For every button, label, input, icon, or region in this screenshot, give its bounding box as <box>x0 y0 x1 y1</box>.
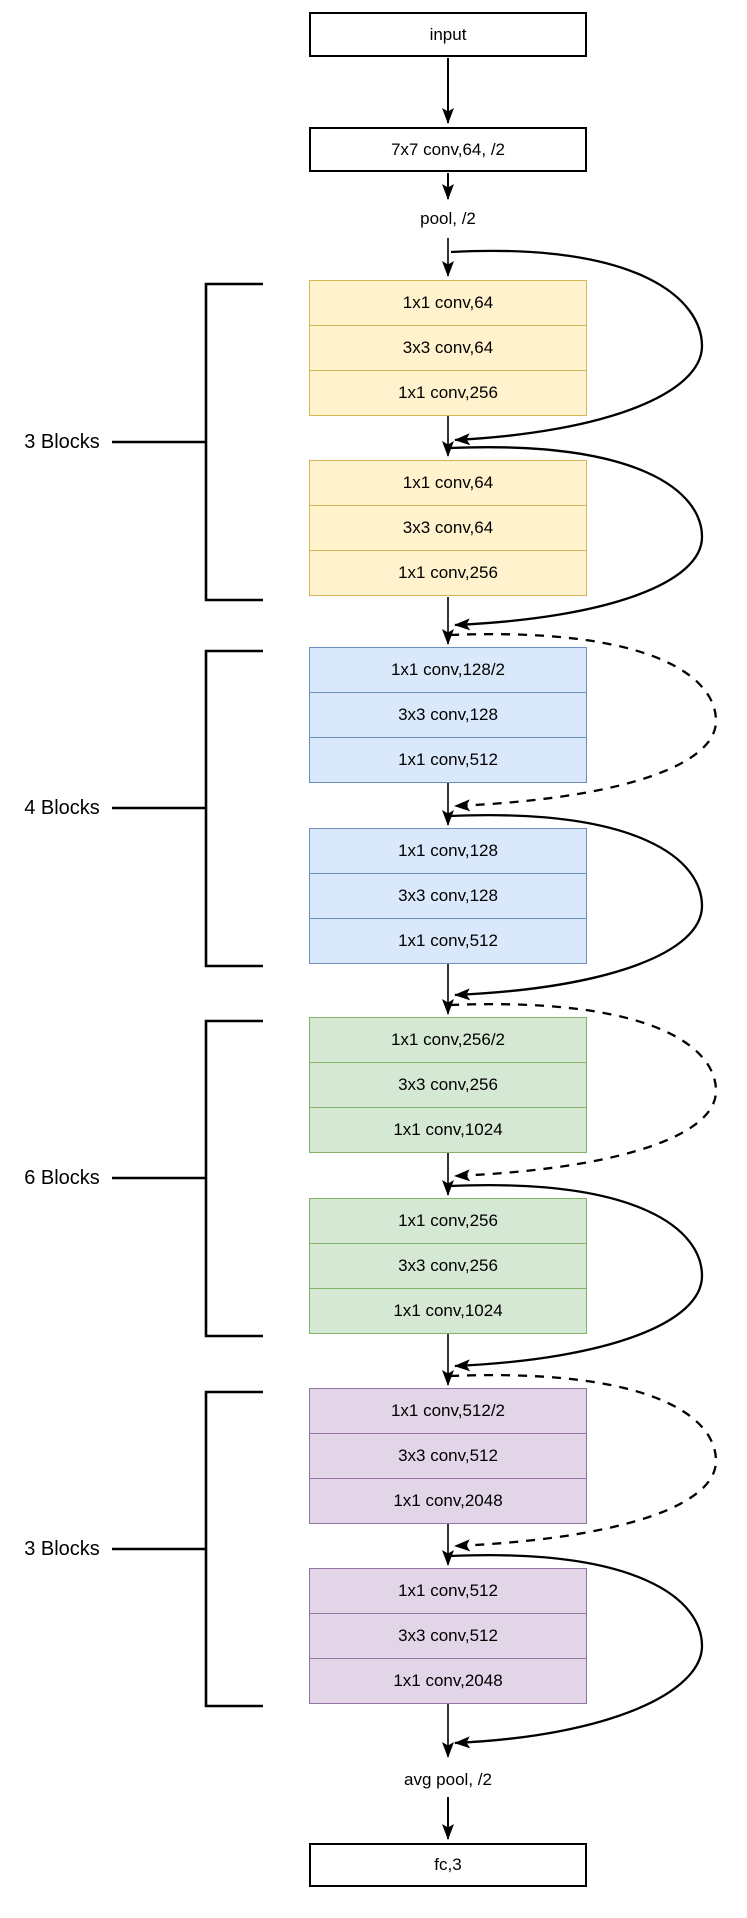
conv-layer: 1x1 conv,512/2 <box>390 1401 506 1420</box>
res-block-g2b2: 1x1 conv,128 3x3 conv,128 1x1 conv,512 <box>309 828 587 964</box>
conv-layer: 1x1 conv,512 <box>310 737 586 782</box>
conv-layer: 1x1 conv,512 <box>310 918 586 963</box>
res-block-g4b2: 1x1 conv,512 3x3 conv,512 1x1 conv,2048 <box>309 1568 587 1704</box>
conv-layer: 3x3 conv,512 <box>310 1613 586 1658</box>
skip-connection-4-solid <box>449 814 704 1001</box>
skip-connection-2-solid <box>449 446 704 631</box>
stem-conv-node: 7x7 conv,64, /2 <box>309 127 587 172</box>
conv-layer: 1x1 conv,2048 <box>310 1478 586 1523</box>
res-block-g1b2: 1x1 conv,64 3x3 conv,64 1x1 conv,256 <box>309 460 587 596</box>
group4-bracket <box>204 1390 263 1708</box>
conv-layer: 3x3 conv,128 <box>310 873 586 918</box>
res-block-g3b2: 1x1 conv,256 3x3 conv,256 1x1 conv,1024 <box>309 1198 587 1334</box>
conv-layer: 1x1 conv,512 <box>398 1581 498 1600</box>
skip-connection-6-solid <box>449 1184 704 1372</box>
res-block-g1b1: 1x1 conv,64 3x3 conv,64 1x1 conv,256 <box>309 280 587 416</box>
conv-layer: 1x1 conv,2048 <box>310 1658 586 1703</box>
group3-label: 6 Blocks <box>24 1166 100 1189</box>
res-block-g4b1: 1x1 conv,512/2 3x3 conv,512 1x1 conv,204… <box>309 1388 587 1524</box>
group4-label: 3 Blocks <box>24 1537 100 1560</box>
group1-bracket <box>204 282 263 602</box>
input-node: input <box>309 12 587 57</box>
group1-label: 3 Blocks <box>24 430 100 453</box>
conv-layer: 1x1 conv,256/2 <box>390 1030 506 1049</box>
group2-label: 4 Blocks <box>24 796 100 819</box>
group3-bracket <box>204 1019 263 1338</box>
conv-layer: 3x3 conv,64 <box>310 505 586 550</box>
conv-layer: 1x1 conv,1024 <box>310 1288 586 1333</box>
group2-bracket <box>204 649 263 968</box>
conv-layer: 1x1 conv,128/2 <box>390 660 506 679</box>
conv-layer: 1x1 conv,256 <box>398 1211 498 1230</box>
fc-node: fc,3 <box>309 1843 587 1887</box>
conv-layer: 3x3 conv,256 <box>310 1062 586 1107</box>
skip-connection-1-solid <box>450 249 704 446</box>
conv-layer: 3x3 conv,128 <box>310 692 586 737</box>
pool-label: pool, /2 <box>368 205 528 233</box>
res-block-g2b1: 1x1 conv,128/2 3x3 conv,128 1x1 conv,512 <box>309 647 587 783</box>
avg-pool-label: avg pool, /2 <box>368 1766 528 1794</box>
skip-connection-8-solid <box>449 1554 704 1749</box>
conv-layer: 1x1 conv,256 <box>310 550 586 595</box>
conv-layer: 1x1 conv,1024 <box>310 1107 586 1152</box>
conv-layer: 1x1 conv,64 <box>402 293 494 312</box>
conv-layer: 1x1 conv,64 <box>402 473 494 492</box>
conv-layer: 1x1 conv,128 <box>398 841 498 860</box>
res-block-g3b1: 1x1 conv,256/2 3x3 conv,256 1x1 conv,102… <box>309 1017 587 1153</box>
conv-layer: 1x1 conv,256 <box>310 370 586 415</box>
conv-layer: 3x3 conv,512 <box>310 1433 586 1478</box>
conv-layer: 3x3 conv,64 <box>310 325 586 370</box>
conv-layer: 3x3 conv,256 <box>310 1243 586 1288</box>
